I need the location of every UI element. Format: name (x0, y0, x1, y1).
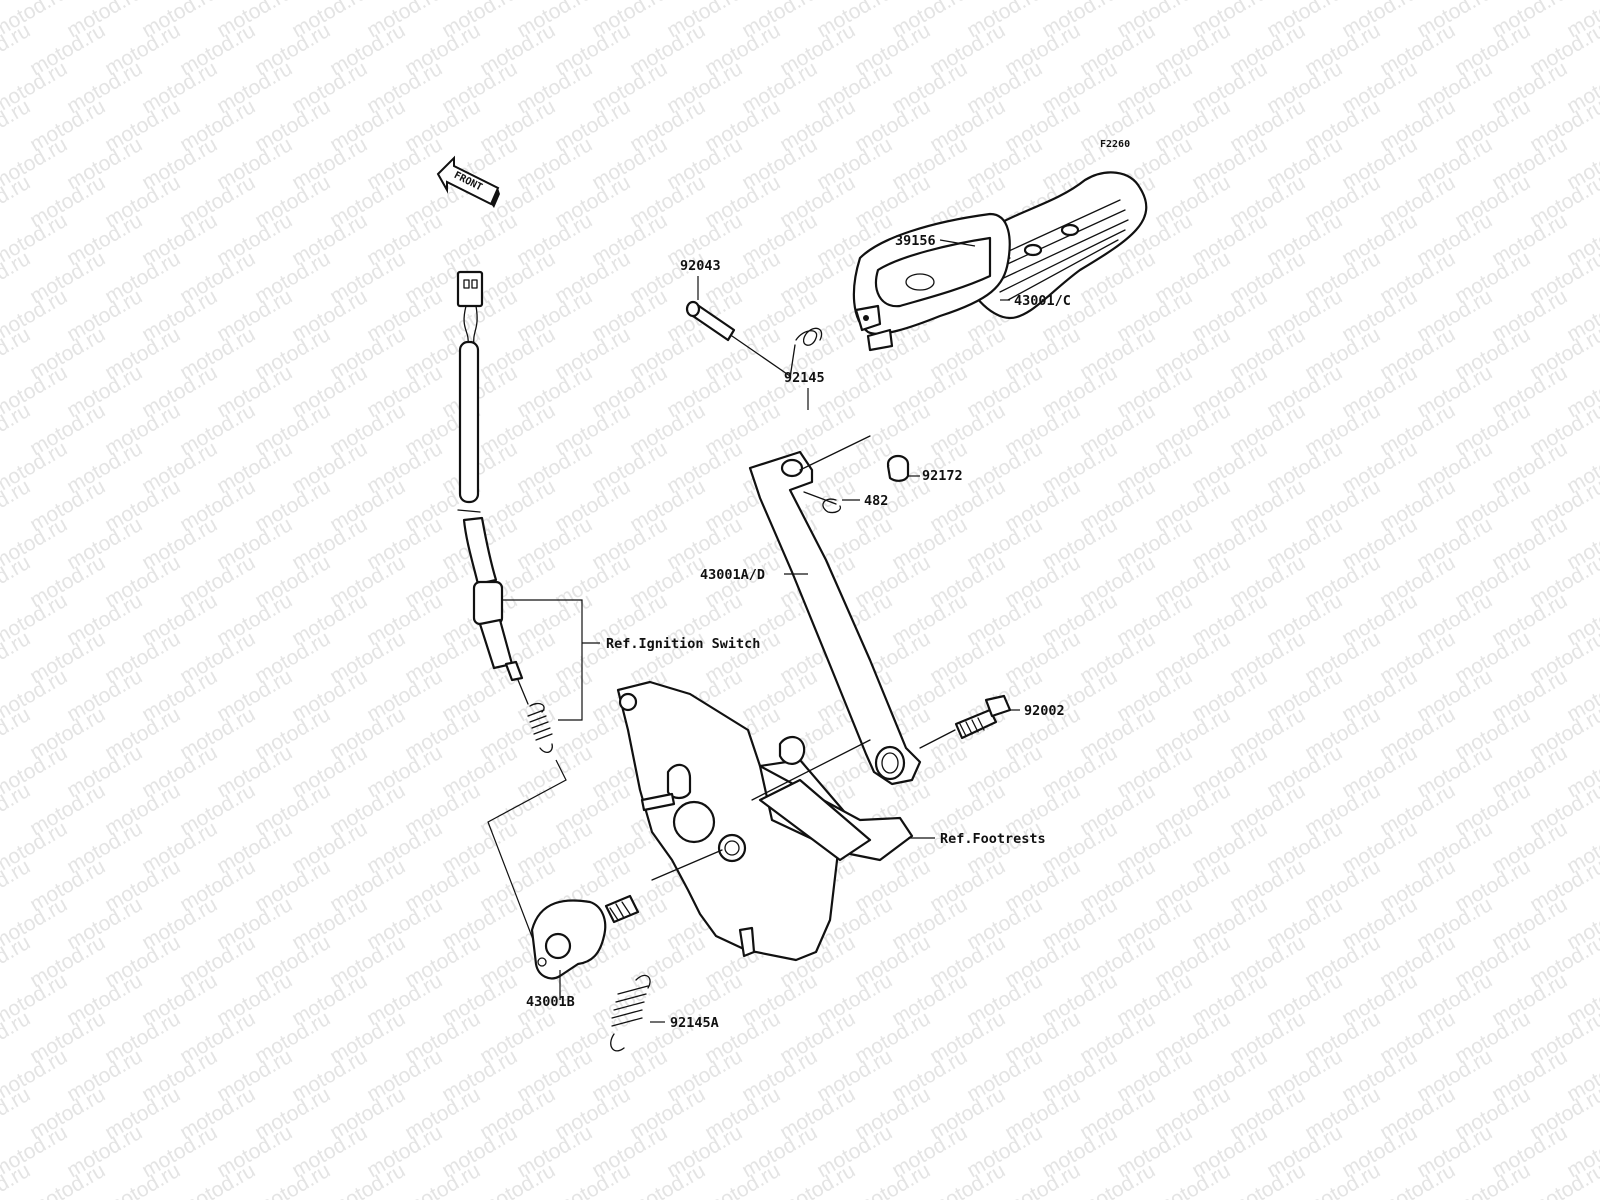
label-92172: 92172 (922, 468, 963, 484)
clip-482 (822, 498, 842, 514)
label-43001B: 43001B (526, 994, 575, 1010)
link-line (487, 759, 567, 943)
pedal-arm (748, 435, 922, 786)
label-ref-ignition-switch: Ref.Ignition Switch (606, 636, 760, 652)
spring-92145 (789, 327, 823, 379)
pin-92043 (685, 300, 791, 377)
label-43001AD: 43001A/D (700, 567, 765, 583)
spring-92145A (610, 974, 651, 1052)
watermark-text: motod.ru (0, 475, 34, 536)
cap-92172 (886, 454, 910, 482)
brake-light-switch (456, 270, 529, 705)
lever-43001B (530, 894, 640, 1000)
watermark-text: motod.ru (0, 1083, 34, 1144)
part-labels: 39156 92043 92145 43001/C 92172 482 4300… (526, 233, 1071, 1031)
watermark-text: motod.ru (0, 95, 34, 156)
pedal-head (852, 212, 1011, 352)
watermark-text: motod.ru (0, 551, 34, 612)
watermark-text: motod.ru (1526, 1159, 1600, 1200)
label-ref-footrests: Ref.Footrests (940, 831, 1046, 847)
watermark-text: motod.ru (0, 855, 34, 916)
switch-spring (527, 702, 553, 753)
watermark-text: motod.ru (0, 931, 34, 992)
diagram-id: F2260 (1100, 139, 1130, 150)
label-39156: 39156 (895, 233, 936, 249)
label-92145A: 92145A (670, 1015, 719, 1031)
footrest-bracket (616, 680, 914, 962)
ignition-bracket-lines (502, 599, 583, 721)
watermark-text: motod.ru (0, 779, 34, 840)
watermark-text: motod.ru (0, 703, 34, 764)
watermark-text: motod.ru (0, 399, 34, 460)
watermark-text: motod.ru (0, 171, 34, 232)
leader-lines (650, 239, 1020, 1023)
watermark-text: motod.ru (0, 323, 34, 384)
watermark-text: motod.ru (0, 19, 34, 80)
watermark-text: motod.ru (0, 1007, 34, 1068)
watermark-text: motod.ru (0, 247, 34, 308)
label-482: 482 (864, 493, 888, 509)
label-92145: 92145 (784, 370, 825, 386)
label-92043: 92043 (680, 258, 721, 274)
label-43001C: 43001/C (1014, 293, 1071, 309)
watermark-text: motod.ru (0, 627, 34, 688)
label-92002: 92002 (1024, 703, 1065, 719)
